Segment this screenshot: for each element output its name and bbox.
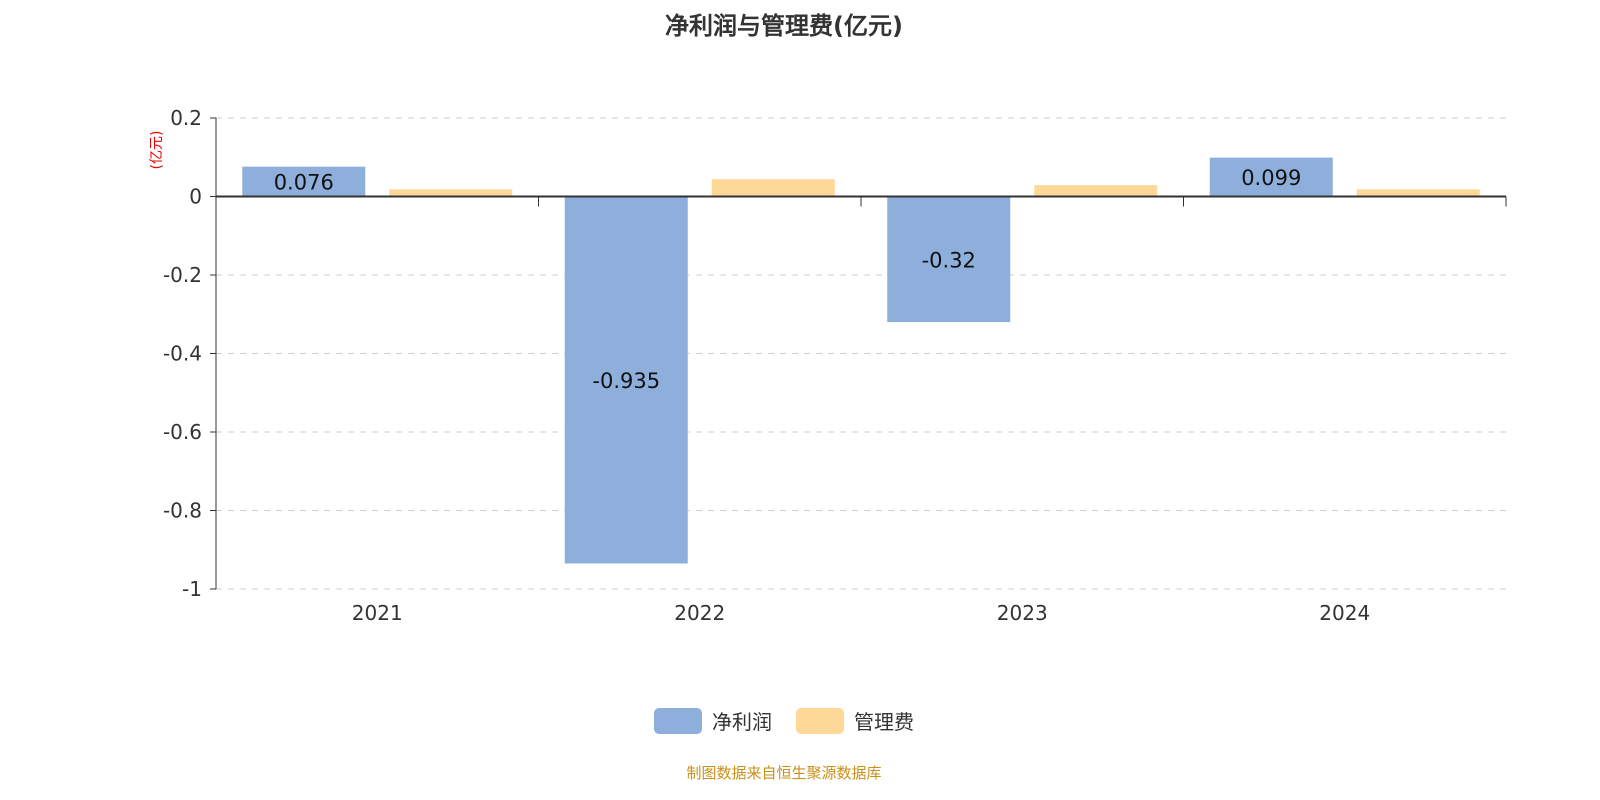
bar-net-profit bbox=[887, 196, 1011, 323]
data-label: -0.935 bbox=[592, 369, 660, 393]
chart-title: 净利润与管理费(亿元) bbox=[665, 12, 903, 40]
legend-label: 净利润 bbox=[712, 710, 772, 734]
bar-net-profit bbox=[242, 166, 366, 197]
bar-admin-expense bbox=[711, 179, 835, 197]
legend-swatch bbox=[796, 707, 844, 734]
bar-net-profit bbox=[564, 196, 688, 564]
x-tick-label: 2021 bbox=[352, 601, 403, 625]
bar-admin-expense bbox=[389, 189, 513, 197]
data-label: -0.32 bbox=[922, 248, 976, 272]
bar-chart: 0.2 0 -0.2 -0.4 -0.6 -0.8 -1 0.076 2021 -0.935 202… bbox=[163, 106, 1507, 625]
legend-item-net-profit[interactable]: 净利润 bbox=[654, 706, 772, 735]
bar-net-profit bbox=[1209, 157, 1333, 197]
bar-admin-expense bbox=[1356, 189, 1480, 197]
data-source: 制图数据来自恒生聚源数据库 bbox=[686, 764, 882, 782]
legend: 净利润 管理费 bbox=[0, 706, 1568, 735]
legend-label: 管理费 bbox=[854, 710, 914, 734]
legend-swatch bbox=[654, 707, 702, 734]
y-tick-label: -0.6 bbox=[163, 420, 202, 444]
y-tick-label: -0.4 bbox=[163, 342, 202, 366]
y-tick-label: -1 bbox=[182, 577, 202, 601]
data-label: 0.076 bbox=[274, 171, 334, 195]
data-label: 0.099 bbox=[1241, 166, 1301, 190]
y-tick-label: -0.2 bbox=[163, 263, 202, 287]
x-tick-label: 2023 bbox=[997, 601, 1048, 625]
y-tick-label: 0 bbox=[189, 185, 202, 209]
x-tick-label: 2024 bbox=[1319, 601, 1370, 625]
y-tick-label: -0.8 bbox=[163, 499, 202, 523]
legend-item-admin-expense[interactable]: 管理费 bbox=[796, 706, 914, 735]
x-tick-label: 2022 bbox=[674, 601, 725, 625]
y-tick-label: 0.2 bbox=[170, 106, 202, 130]
bar-admin-expense bbox=[1034, 185, 1158, 197]
